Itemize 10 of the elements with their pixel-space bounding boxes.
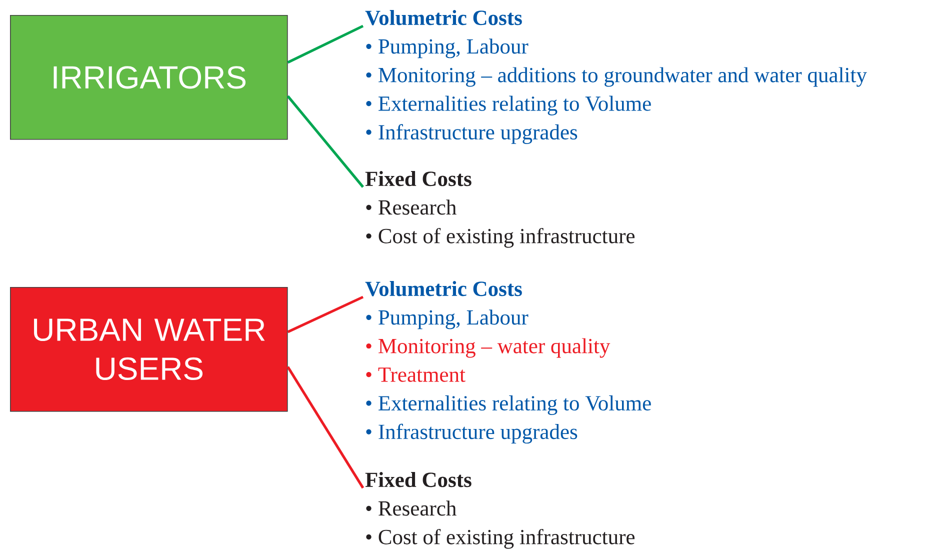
cost-list: Volumetric Costs • Pumping, Labour • Monitoring – water quality • Treatment • Externalities relating to Volume • Infrastructure upgrades bbox=[365, 281, 651, 444]
cost-list: Volumetric Costs • Pumping, Labour • Monitoring – additions to groundwater and water quality • Externalities relating to Volume • Infrastructure upgrades bbox=[365, 10, 867, 144]
connector-line bbox=[287, 296, 364, 334]
connector-line bbox=[286, 95, 364, 188]
connector-line bbox=[286, 366, 364, 489]
cost-list: Fixed Costs • Research • Cost of existing infrastructure bbox=[365, 472, 635, 549]
category-box: IRRIGATORS bbox=[10, 15, 288, 140]
connector-line bbox=[287, 24, 364, 64]
cost-list: Fixed Costs • Research • Cost of existing infrastructure bbox=[365, 171, 635, 248]
category-box: URBAN WATER USERS bbox=[10, 287, 288, 412]
